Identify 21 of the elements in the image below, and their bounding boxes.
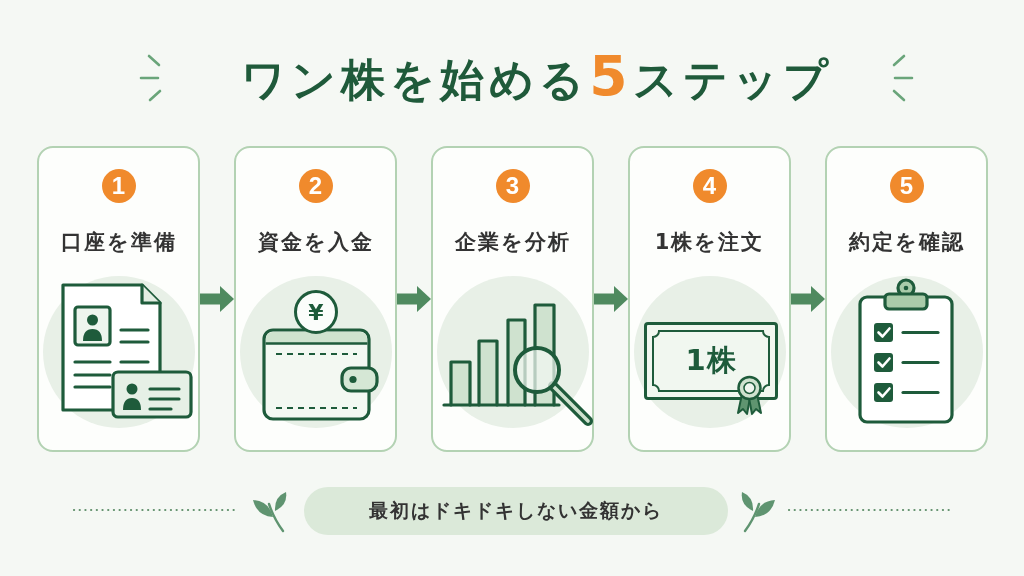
step-card [234,146,397,452]
number-badge: 1 [101,169,136,203]
step-title: 資金を入金 [257,229,374,256]
step-title: 企業を分析 [454,229,571,256]
step-card [628,146,791,452]
arrow [791,286,825,312]
certificate: 1株 [644,322,778,400]
step-title: 約定を確認 [848,229,965,256]
step-card [431,146,594,452]
arrow [397,286,431,312]
number-badge: 5 [889,169,924,203]
number-badge: 3 [495,169,530,203]
step-title: 口座を準備 [60,229,177,256]
arrow [594,286,628,312]
number-badge: 4 [692,169,727,203]
number-badge: 2 [298,169,333,203]
step-card [37,146,200,452]
arrow [200,286,234,312]
step-card [825,146,988,452]
note-banner: 最初はドキドキしない金額から [304,487,728,535]
step-title: 1株を注文 [654,229,765,256]
